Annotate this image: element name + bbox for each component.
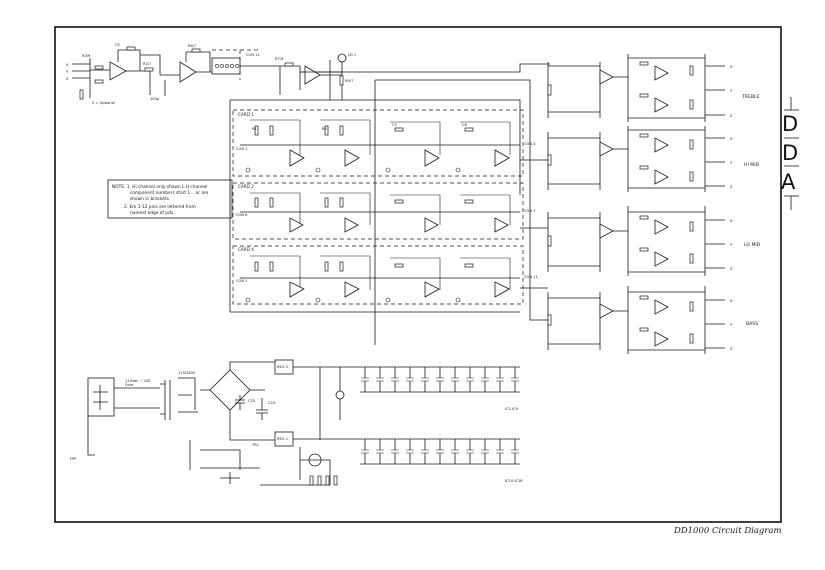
svg-text:X: X xyxy=(730,299,733,303)
card-label-1: CARD 1 xyxy=(238,112,254,117)
svg-text:R7/9: R7/9 xyxy=(275,57,284,61)
eq-section-lo-mid: X Y Z LO MID xyxy=(547,206,761,276)
mains-inlet xyxy=(87,377,115,417)
card-label-2: CARD 2 xyxy=(238,184,254,189)
svg-text:R6/7: R6/7 xyxy=(188,44,196,48)
svg-text:Fuse: Fuse xyxy=(125,383,134,387)
svg-text:R2/7: R2/7 xyxy=(143,62,151,66)
svg-text:X: X xyxy=(730,219,733,223)
svg-text:CON 11: CON 11 xyxy=(524,275,538,279)
svg-text:Z: Z xyxy=(730,267,733,271)
svg-text:Y: Y xyxy=(730,89,733,93)
reg-pos-label: REG 2 xyxy=(277,365,288,369)
note-line-1a: NOTE: 1. Hi channel only shown L.H chann… xyxy=(112,184,207,190)
dda-logo: D D A xyxy=(781,97,799,210)
svg-text:Y: Y xyxy=(730,323,733,327)
input-opamp-2 xyxy=(179,61,197,83)
svg-text:C5: C5 xyxy=(115,43,120,47)
svg-text:Y: Y xyxy=(730,161,733,165)
band-label-bass: BASS xyxy=(746,321,758,327)
svg-text:Z: Z xyxy=(730,185,733,189)
bridge-rectifier xyxy=(209,369,251,411)
svg-text:X: X xyxy=(66,63,69,67)
card-label-4: CARD 4 xyxy=(238,247,254,252)
transistor-q1 xyxy=(308,453,322,467)
logo-letter-3: A xyxy=(781,170,796,194)
svg-text:X: X xyxy=(730,137,733,141)
svg-text:R9/7: R9/7 xyxy=(345,79,353,83)
cap-main-label: C24 xyxy=(268,401,276,405)
note-line-1c: shown in brackets. xyxy=(130,196,170,202)
optional-note: 0 = Optional xyxy=(92,101,115,105)
svg-text:C5: C5 xyxy=(392,123,397,127)
eq-section-treble: X Y Z TREBLE xyxy=(547,54,760,122)
svg-text:Z: Z xyxy=(730,347,733,351)
logo-letter-1: D xyxy=(782,112,798,136)
svg-text:100p: 100p xyxy=(150,97,160,101)
note-line-2b: nearest edge of pcb. xyxy=(130,210,174,216)
svg-text:115/240V: 115/240V xyxy=(178,371,196,375)
eq-section-hi-mid: X Y Z HI MID xyxy=(547,126,760,192)
cap-ref-label: C23 xyxy=(248,399,255,403)
band-label-treble: TREBLE xyxy=(741,94,760,100)
filter-card-4: CARD 4 CON 1 CON 11 xyxy=(232,245,538,305)
svg-text:IC10-IC18: IC10-IC18 xyxy=(505,479,523,483)
svg-text:R1: R1 xyxy=(252,127,257,131)
svg-text:Y: Y xyxy=(66,70,69,74)
diagram-caption: DD1000 Circuit Diagram xyxy=(673,526,782,536)
note-line-1b: component numbers start 1... or are xyxy=(130,190,209,196)
svg-text:C8: C8 xyxy=(462,123,468,127)
svg-text:Y: Y xyxy=(730,243,733,247)
decoupling-banks: IC1-IC9 IC10-IC18 xyxy=(319,367,523,483)
svg-text:X: X xyxy=(730,65,733,69)
svg-text:CON 6: CON 6 xyxy=(236,213,248,217)
svg-text:IC1-IC9: IC1-IC9 xyxy=(505,407,519,411)
eq-section-bass: X Y Z BASS xyxy=(547,286,758,354)
main-signal-bus xyxy=(300,63,550,73)
input-opamp-1 xyxy=(109,61,127,81)
power-supply: 115Vac ~ 240 Fuse 115/240V REG 2 REG 1 C… xyxy=(70,359,520,486)
svg-text:CON 11: CON 11 xyxy=(246,53,260,57)
reg-neg-label: REG 1 xyxy=(277,437,288,441)
svg-text:Z: Z xyxy=(66,77,69,81)
svg-text:TR1: TR1 xyxy=(251,443,259,447)
svg-text:CON 1: CON 1 xyxy=(236,279,247,283)
svg-text:R5: R5 xyxy=(322,127,327,131)
signal-led-section: LD 1 R7/9 R9/7 xyxy=(240,53,356,100)
note-line-2a: 2. Em 1-12 pins are lettered from xyxy=(124,204,196,210)
logo-letter-2: D xyxy=(782,141,798,165)
drawing-frame xyxy=(54,26,782,523)
svg-text:Z: Z xyxy=(730,114,733,118)
mains-label: 115Vac ~ 240 xyxy=(125,379,151,383)
led-indicator xyxy=(337,53,347,63)
notes-box: NOTE: 1. Hi channel only shown L.H chann… xyxy=(107,179,233,219)
svg-text:FPP: FPP xyxy=(70,457,77,461)
band-label-hi-mid: HI MID xyxy=(744,162,760,168)
eq-pot-sections: X Y Z TREBLE X Y Z HI MID X Y Z xyxy=(520,54,761,354)
led-opamp xyxy=(304,65,321,85)
svg-text:LD 1: LD 1 xyxy=(348,53,356,57)
band-label-lo-mid: LO MID xyxy=(744,242,761,248)
input-stage: R3/9 X Y Z C5 R2/7 100p R6/7 0 = Optiona… xyxy=(66,43,212,105)
connector-top: CON 11 xyxy=(211,49,260,80)
svg-text:R3/9: R3/9 xyxy=(82,54,91,58)
svg-text:CON 1: CON 1 xyxy=(236,147,247,151)
